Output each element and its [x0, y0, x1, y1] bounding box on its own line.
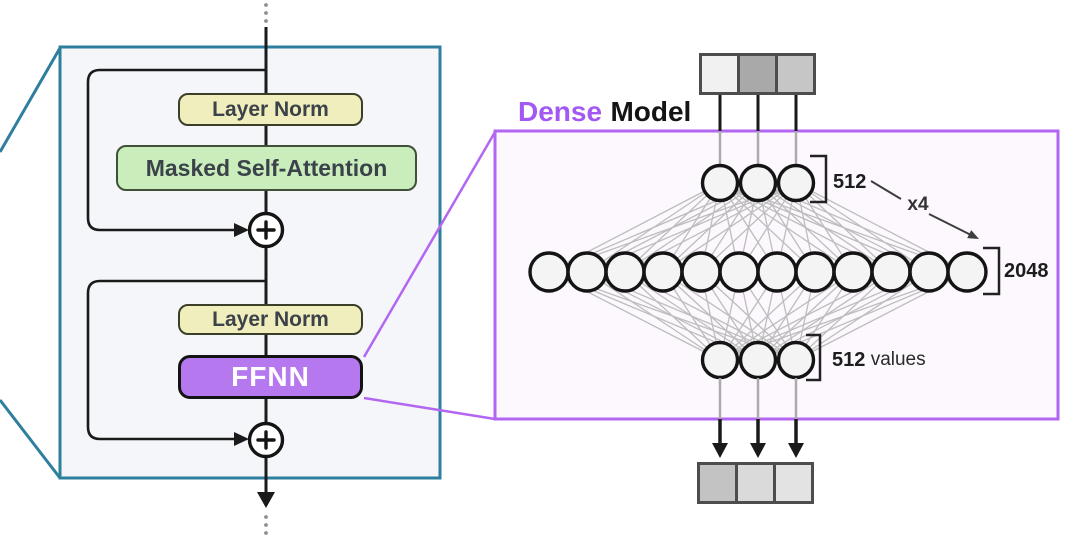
token-cell [735, 462, 776, 504]
residual-connection-top [86, 68, 266, 232]
neuron-input-3 [776, 163, 816, 203]
arrow-down-icon [788, 443, 804, 458]
dense-model-title-accent: Dense [518, 96, 603, 127]
label-hidden-size: 2048 [1004, 258, 1049, 284]
label-input-size: 512 [833, 169, 866, 195]
residual-connection-bottom [86, 279, 266, 441]
neuron-input-2 [738, 163, 778, 203]
bracket-512-input [810, 154, 828, 204]
neuron-hidden-12 [946, 251, 988, 293]
network-edge [795, 182, 930, 273]
neuron-hidden-1 [528, 251, 570, 293]
layer-norm-top-box: Layer Norm [178, 93, 363, 126]
neuron-output-3 [776, 340, 816, 380]
layer-norm-top-label: Layer Norm [212, 97, 329, 121]
layer-norm-bottom-label: Layer Norm [212, 307, 329, 331]
bracket-2048 [983, 246, 1001, 296]
bracket-512-output [806, 333, 822, 382]
arrow-down-icon [712, 443, 728, 458]
neuron-hidden-5 [680, 251, 722, 293]
token-cell [697, 462, 738, 504]
arrow-head-icon [967, 230, 979, 239]
network-edge [795, 182, 892, 273]
input-token-row [699, 53, 816, 95]
token-cell [699, 53, 740, 95]
output-token-row [697, 462, 814, 504]
neuron-hidden-7 [756, 251, 798, 293]
arrow-down-icon [750, 443, 766, 458]
vertical-ellipsis-dots-top [264, 3, 268, 23]
dense-callout-line-top [362, 131, 497, 358]
token-cell [737, 53, 778, 95]
dense-callout-line-bottom [363, 396, 496, 421]
output-arrows [712, 419, 804, 458]
masked-self-attention-label: Masked Self-Attention [145, 154, 388, 181]
neuron-output-1 [700, 340, 740, 380]
token-cell [773, 462, 814, 504]
ffnn-label: FFNN [231, 361, 310, 392]
output-connectors-inner [718, 378, 798, 419]
network-edge [624, 271, 721, 361]
network-edge [700, 182, 797, 273]
neuron-hidden-2 [566, 251, 608, 293]
neuron-output-2 [738, 340, 778, 380]
network-neurons [528, 163, 988, 380]
arrow-right-icon [234, 432, 249, 446]
neuron-hidden-4 [642, 251, 684, 293]
add-icon [247, 211, 285, 249]
neuron-input-1 [700, 163, 740, 203]
neuron-hidden-9 [832, 251, 874, 293]
input-connectors-outer [718, 95, 798, 131]
zoom-callout-line-top [0, 47, 62, 153]
ffnn-box: FFNN [178, 355, 363, 399]
input-connectors-inner [718, 131, 798, 166]
neuron-hidden-3 [604, 251, 646, 293]
arrow-right-icon [234, 223, 249, 237]
masked-self-attention-box: Masked Self-Attention [116, 145, 417, 191]
neuron-hidden-10 [870, 251, 912, 293]
network-edge [662, 182, 797, 273]
multiplier-label: x4 [907, 194, 929, 215]
add-icon [247, 421, 285, 459]
label-output-size: 512 values [832, 347, 926, 373]
output-size-suffix: values [870, 349, 926, 370]
network-edge [719, 271, 816, 361]
multiplier-arrow [870, 180, 979, 239]
neuron-hidden-11 [908, 251, 950, 293]
neuron-hidden-6 [718, 251, 760, 293]
arrow-down-icon [257, 492, 275, 508]
input-size-value: 512 [833, 170, 867, 193]
output-size-value: 512 [832, 348, 866, 371]
layer-norm-bottom-box: Layer Norm [178, 304, 363, 335]
dense-model-title-rest: Model [610, 96, 692, 127]
hidden-size-value: 2048 [1004, 259, 1049, 282]
neuron-hidden-8 [794, 251, 836, 293]
network-edge [586, 271, 721, 361]
vertical-ellipsis-dots-bottom [264, 515, 268, 535]
zoom-callout-line-bottom [0, 399, 62, 479]
network-edge [719, 271, 854, 361]
token-cell [775, 53, 816, 95]
